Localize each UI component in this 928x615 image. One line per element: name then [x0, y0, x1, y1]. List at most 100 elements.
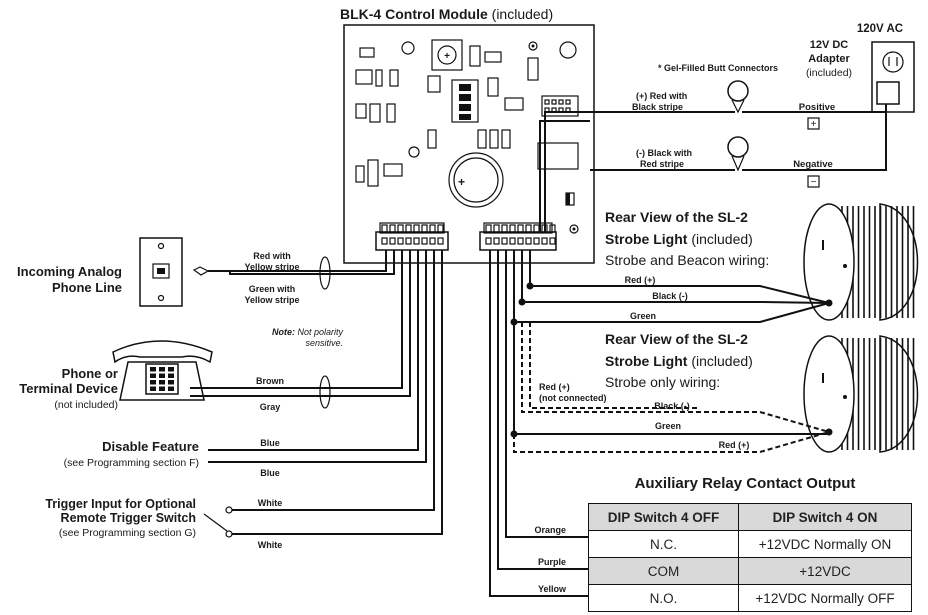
wire-purple	[497, 250, 588, 570]
phone-device-label: Phone or	[62, 366, 118, 381]
phone-line-wire-red	[208, 250, 387, 272]
minus-symbol: −	[811, 177, 817, 188]
strobe2-green-label: Green	[655, 421, 681, 431]
control-module-board: + +	[343, 24, 595, 264]
telephone-keypad	[150, 367, 174, 391]
wire-purple-label: Purple	[538, 557, 566, 567]
strobe2-wire-red	[513, 431, 830, 453]
wire-yellow	[489, 250, 588, 597]
adapter-label-3: (included)	[806, 67, 852, 79]
phone-line-section: Incoming Analog Phone Line Red with Yell…	[17, 237, 395, 348]
svg-text:+: +	[444, 51, 450, 62]
strobe2-red-nc-label-2: (not connected)	[539, 393, 607, 403]
ac-label: 120V AC	[857, 23, 903, 35]
relay-table: DIP Switch 4 OFF DIP Switch 4 ON N.C. +1…	[588, 503, 912, 612]
negative-wire	[539, 104, 887, 232]
strobe2-title-2: Strobe Light (included)	[605, 353, 753, 369]
strobe1-red-label: Red (+)	[625, 275, 656, 285]
strobe2-title: Rear View of the SL-2	[605, 331, 748, 347]
table-row: N.C. +12VDC Normally ON	[588, 530, 912, 558]
wire-red-label-2: Yellow stripe	[244, 262, 299, 272]
strobe1-wire-green	[513, 250, 830, 323]
relay-section: Auxiliary Relay Contact Output Orange Pu…	[489, 250, 855, 597]
strobe2-red-nc-label: Red (+)	[539, 382, 570, 392]
wire-gray-label: Gray	[260, 402, 281, 412]
butt-connector-negative	[727, 136, 749, 158]
connector-pins	[381, 224, 556, 245]
wire-orange-label: Orange	[534, 525, 566, 535]
strobe2-wire-black	[521, 322, 830, 433]
wire-orange	[505, 250, 588, 538]
table-cell: COM	[588, 557, 739, 585]
strobe-2-section: Rear View of the SL-2 Strobe Light (incl…	[510, 322, 919, 453]
wire-red-label: Red with	[253, 251, 291, 261]
polarity-note: Note: Not polarity	[272, 327, 344, 337]
adapter-label: 12V DC	[810, 39, 849, 51]
table-row: N.O. +12VDC Normally OFF	[588, 584, 912, 612]
wire-gray	[190, 250, 411, 397]
wire-blue-label-2: Blue	[260, 468, 280, 478]
relay-header-on: DIP Switch 4 ON	[738, 503, 912, 531]
wire-yellow-label: Yellow	[538, 584, 567, 594]
table-cell: +12VDC	[738, 557, 912, 585]
power-section: 120V AC 12V DC Adapter (included) * Gel-…	[539, 23, 915, 232]
wire-brown	[190, 250, 403, 389]
wire-blue-label: Blue	[260, 438, 280, 448]
wire-green-label: Green with	[249, 284, 296, 294]
phone-line-label: Incoming Analog	[17, 264, 122, 279]
phone-device-label-3: (not included)	[54, 399, 118, 411]
positive-wire-label-2: Black stripe	[632, 102, 683, 112]
svg-text:+: +	[458, 175, 465, 189]
table-cell: N.O.	[588, 584, 739, 612]
rj11-plug	[192, 266, 210, 276]
adapter-label-2: Adapter	[808, 53, 850, 65]
wire-white-2	[232, 250, 443, 535]
module-title: BLK-4 Control Module (included)	[340, 6, 553, 22]
table-cell: +12VDC Normally ON	[738, 530, 912, 558]
strobe1-title: Rear View of the SL-2	[605, 209, 748, 225]
strobe1-title-3: Strobe and Beacon wiring:	[605, 252, 769, 268]
trigger-switch	[203, 513, 228, 532]
wire-brown-label: Brown	[256, 376, 284, 386]
phone-line-wire-green	[208, 250, 395, 275]
gel-connector-label: * Gel-Filled Butt Connectors	[658, 63, 778, 73]
strobe2-black-label: Black (-)	[654, 401, 690, 411]
trigger-label-2: Remote Trigger Switch	[61, 511, 196, 525]
wire-green-label-2: Yellow stripe	[244, 295, 299, 305]
trigger-section: Trigger Input for Optional Remote Trigge…	[45, 250, 443, 550]
strobe1-wire-black	[521, 250, 830, 304]
table-cell: +12VDC Normally OFF	[738, 584, 912, 612]
negative-wire-label-2: Red stripe	[640, 159, 684, 169]
strobe-light-1	[803, 203, 919, 321]
strobe1-black-label: Black (-)	[652, 291, 688, 301]
phone-line-label-2: Phone Line	[52, 280, 122, 295]
wire-white-1	[232, 250, 435, 511]
butt-connector-positive	[727, 80, 749, 102]
strobe1-wire-red	[529, 250, 830, 304]
polarity-note-2: sensitive.	[305, 338, 343, 348]
trigger-label: Trigger Input for Optional	[45, 497, 196, 511]
telephone-handset	[112, 340, 213, 364]
relay-table-header: DIP Switch 4 OFF DIP Switch 4 ON	[588, 503, 912, 531]
wire-blue-1	[208, 250, 419, 451]
table-cell: N.C.	[588, 530, 739, 558]
positive-wire-label: (+) Red with	[636, 91, 687, 101]
relay-header-off: DIP Switch 4 OFF	[588, 503, 739, 531]
wire-white-label-2: White	[258, 540, 283, 550]
disable-section: Disable Feature (see Programming section…	[64, 250, 427, 478]
table-row: COM +12VDC	[588, 557, 912, 585]
strobe-light-2	[803, 335, 919, 453]
negative-label: Negative	[793, 159, 833, 170]
wire-white-label: White	[258, 498, 283, 508]
disable-sub: (see Programming section F)	[64, 457, 199, 469]
phone-device-section: Phone or Terminal Device (not included) …	[19, 250, 411, 412]
power-adapter	[876, 81, 900, 105]
disable-label: Disable Feature	[102, 439, 199, 454]
plus-symbol: +	[811, 119, 817, 130]
negative-wire-label: (-) Black with	[636, 148, 692, 158]
wire-blue-2	[208, 250, 427, 463]
trigger-sub: (see Programming section G)	[59, 527, 196, 539]
strobe2-wire-red-nc	[529, 322, 700, 409]
